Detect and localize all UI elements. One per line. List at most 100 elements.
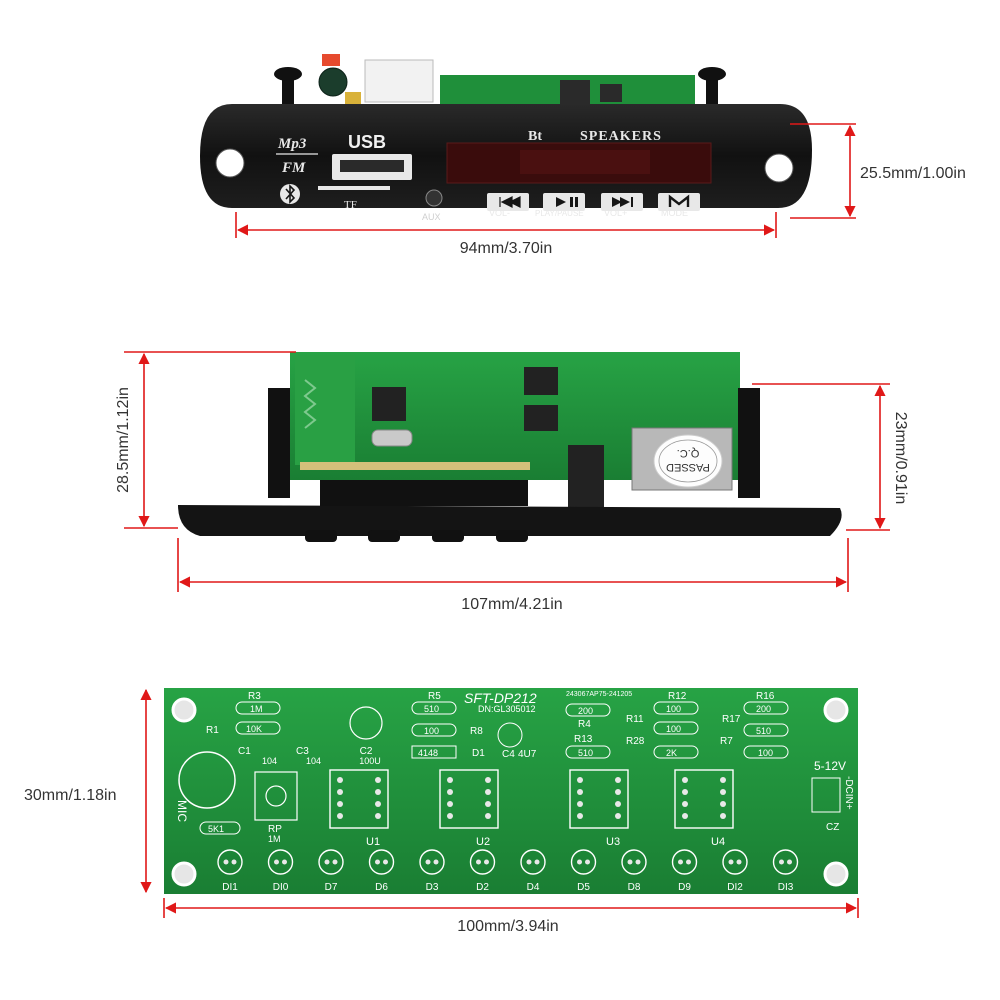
- ic-label: U4: [711, 836, 725, 848]
- svg-text:C2: C2: [360, 746, 373, 757]
- bt-label: Bt: [528, 129, 542, 144]
- svg-text:4148: 4148: [418, 748, 438, 758]
- svg-text:1M: 1M: [250, 704, 263, 714]
- svg-text:104: 104: [306, 756, 321, 766]
- side-left-height-dim: 28.5mm/1.12in: [115, 387, 132, 493]
- board-subtitle: DN:GL305012: [478, 704, 536, 714]
- svg-text:C4: C4: [502, 749, 515, 760]
- red-jumper: [322, 54, 340, 66]
- led-d9: D9: [671, 849, 698, 893]
- led-label: D7: [325, 882, 338, 893]
- svg-text:1M: 1M: [268, 834, 281, 844]
- button-vol-down[interactable]: [487, 193, 529, 211]
- side-panel: [178, 505, 842, 536]
- btn-label-play-pause: PLAY/PAUSE: [535, 209, 584, 218]
- svg-text:5K1: 5K1: [208, 824, 224, 834]
- button-mode[interactable]: [658, 193, 700, 211]
- ic-u2: U2: [439, 769, 499, 848]
- side-view: PASSED Q.C. 107mm/4.21in 28.5mm/1.12in 2…: [115, 351, 909, 613]
- led-label: DI0: [273, 882, 289, 893]
- svg-text:100: 100: [424, 726, 439, 736]
- svg-text:100U: 100U: [359, 756, 381, 766]
- led-d8: D8: [621, 849, 647, 893]
- led-d7: D7: [318, 849, 344, 893]
- svg-text:510: 510: [756, 726, 771, 736]
- board-title: SFT-DP212: [464, 690, 537, 706]
- led-board: SFT-DP212 DN:GL305012 243067AP75-241205 …: [164, 688, 858, 894]
- led-board-dimensions: 100mm/3.94in 30mm/1.18in: [24, 688, 859, 935]
- btn-label-vol-up: VOL+: [604, 208, 627, 218]
- button-play-pause[interactable]: [543, 193, 585, 211]
- svg-text:R7: R7: [720, 736, 733, 747]
- led-di1: DI1: [217, 849, 243, 893]
- svg-text:2K: 2K: [666, 748, 677, 758]
- mount-hole-right: [764, 153, 794, 183]
- svg-text:R5: R5: [428, 691, 441, 702]
- led-label: D6: [375, 882, 388, 893]
- tf-label: TF: [344, 199, 357, 211]
- svg-text:R28: R28: [626, 736, 645, 747]
- aux-label: AUX: [422, 212, 441, 222]
- svg-text:R16: R16: [756, 691, 775, 702]
- led-di2: DI2: [722, 849, 748, 893]
- svg-text:C1: C1: [238, 746, 251, 757]
- usb-label: USB: [348, 132, 386, 152]
- svg-text:R11: R11: [626, 714, 644, 725]
- crystal: [371, 429, 413, 447]
- svg-text:4U7: 4U7: [518, 749, 537, 760]
- main-ic: [372, 387, 406, 421]
- mic-label: MIC: [175, 800, 189, 822]
- mic-outline: [178, 751, 236, 809]
- side-right-height-dim: 23mm/0.91in: [892, 412, 909, 505]
- board-width-dim: 100mm/3.94in: [457, 918, 558, 935]
- svg-text:R8: R8: [470, 726, 483, 737]
- brand-fm: FM: [281, 160, 306, 176]
- svg-text:R12: R12: [668, 691, 687, 702]
- ic-u3: U3: [569, 769, 629, 848]
- ic-label: U3: [606, 836, 620, 848]
- led-pcb: [164, 688, 858, 894]
- led-di0: DI0: [267, 849, 294, 893]
- ic-u1: U1: [329, 769, 389, 848]
- speakers-label: SPEAKERS: [580, 129, 662, 144]
- brand-mp3: Mp3: [277, 136, 307, 152]
- board-code: 243067AP75-241205: [566, 691, 632, 698]
- side-width-dim: 107mm/4.21in: [461, 596, 562, 613]
- led-d3: D3: [419, 849, 445, 893]
- led-d6: D6: [368, 849, 395, 893]
- led-label: D4: [527, 882, 540, 893]
- svg-text:R3: R3: [248, 691, 261, 702]
- cz-label: CZ: [826, 822, 839, 833]
- svg-text:R17: R17: [722, 714, 741, 725]
- svg-text:D1: D1: [472, 748, 485, 759]
- btn-label-mode: MODE: [661, 208, 688, 218]
- svg-text:510: 510: [424, 704, 439, 714]
- svg-text:510: 510: [578, 748, 593, 758]
- led-label: D2: [476, 882, 489, 893]
- qc-sticker: PASSED Q.C.: [653, 434, 723, 488]
- led-label: D3: [426, 882, 439, 893]
- bluetooth-icon: [280, 184, 300, 204]
- ic-label: U2: [476, 836, 490, 848]
- led-label: DI2: [727, 882, 743, 893]
- led-label: DI1: [222, 882, 238, 893]
- btn-label-vol-down: VOL-: [489, 208, 510, 218]
- ic-label: U1: [366, 836, 380, 848]
- svg-text:100: 100: [758, 748, 773, 758]
- voltage-label: 5-12V: [814, 759, 846, 773]
- qc-qc: Q.C.: [677, 447, 700, 459]
- mount-hole-left: [215, 148, 245, 178]
- dc-label: -DCIN+: [843, 776, 854, 810]
- white-connector: [364, 59, 434, 103]
- svg-text:200: 200: [578, 706, 593, 716]
- svg-text:100: 100: [666, 704, 681, 714]
- led-label: D9: [678, 882, 691, 893]
- tf-slot: [318, 186, 390, 190]
- svg-text:R13: R13: [574, 734, 593, 745]
- qc-passed: PASSED: [666, 461, 710, 473]
- svg-text:104: 104: [262, 756, 277, 766]
- svg-text:200: 200: [756, 704, 771, 714]
- button-vol-up[interactable]: [601, 193, 643, 211]
